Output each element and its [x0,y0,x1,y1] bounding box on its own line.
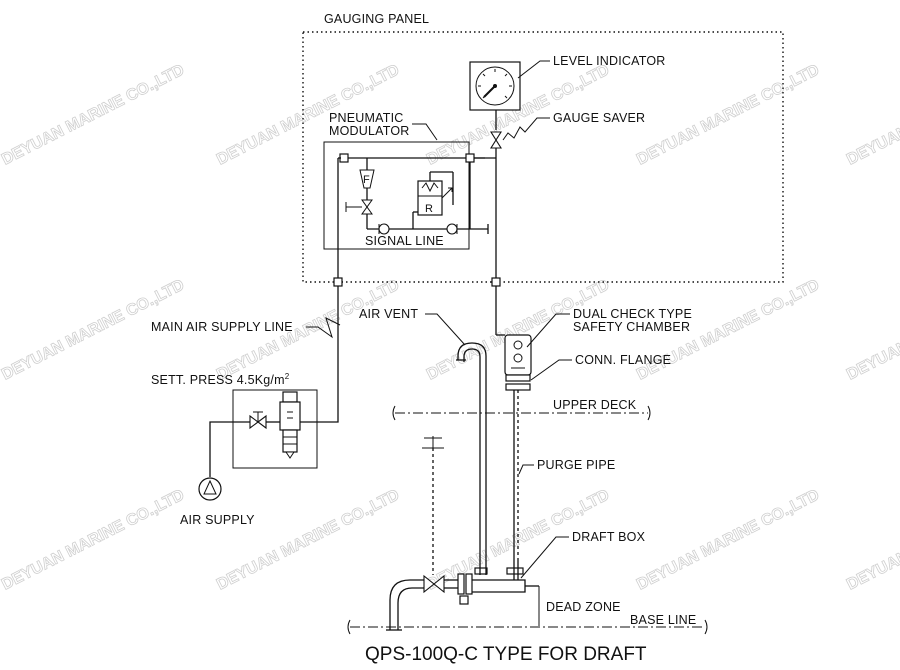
filter-regulator-icon [279,391,301,459]
gauge-saver-leader [502,117,550,141]
check-valve-icon [378,223,390,235]
dead-zone-label: DEAD ZONE [546,600,621,614]
pneumatic-modulator-leader [412,123,438,141]
flow-meter-letter: F [363,174,370,186]
purge-pipe-leader [518,464,534,475]
air-vent-pipe [456,342,487,570]
gauging-panel-label: GAUGING PANEL [324,12,429,26]
dual-check-leader [526,313,570,348]
conn-flange-leader [530,359,572,381]
pneumatic-modulator-box [323,141,470,250]
upper-deck-line [392,405,651,421]
regulator-letter: R [425,203,433,215]
level-indicator-leader [517,60,550,79]
panel-junction [333,277,343,287]
sett-press-label: SETT. PRESS 4.5Kg/m2 [151,372,290,387]
watermark: DEYUAN MARINE CO.,LTD [0,62,187,169]
connection-flange [505,374,531,391]
level-indicator [469,61,521,111]
pneumatic-modulator-label-1: PNEUMATIC [329,111,404,125]
dual-check-label-2: SAFETY CHAMBER [573,320,690,334]
conn-flange-label: CONN. FLANGE [575,353,671,367]
watermark: DEYUAN MARINE CO.,LTD [214,487,402,594]
air-supply-label: AIR SUPPLY [180,513,255,527]
auxiliary-pipe [422,436,444,575]
air-vent-leader [425,313,466,346]
diagram-title: QPS-100Q-C TYPE FOR DRAFT [365,644,647,665]
base-line-label: BASE LINE [630,613,696,627]
watermark: DEYUAN MARINE CO.,LTD [634,62,822,169]
pneumatic-modulator-label-2: MODULATOR [329,124,410,138]
upper-deck-label: UPPER DECK [553,398,637,412]
purge-pipe-label: PURGE PIPE [537,458,615,472]
dual-check-safety-chamber [496,334,532,376]
flow-meter-icon [359,169,375,189]
air-supply-source-icon [198,477,222,501]
signal-line-label: SIGNAL LINE [365,234,444,248]
base-line [347,619,708,635]
draft-box-label: DRAFT BOX [572,530,646,544]
needle-valve-icon [345,199,373,215]
main-air-supply-leader [306,317,341,339]
air-supply-pipe [209,421,250,477]
watermark: DEYUAN MARINE CO.,LTD [844,277,900,384]
gauge-saver-label: GAUGE SAVER [553,111,645,125]
watermark: DEYUAN MARINE CO.,LTD [844,62,900,169]
watermark: DEYUAN MARINE CO.,LTD [634,487,822,594]
air-vent-label: AIR VENT [359,307,418,321]
draft-box-leader [520,536,569,579]
watermark: DEYUAN MARINE CO.,LTD [844,487,900,594]
pressure-regulator-icon: R [417,162,471,229]
watermark: DEYUAN MARINE CO.,LTD [0,487,187,594]
check-valve-icon [446,223,458,235]
main-air-supply-pipe [317,286,339,423]
panel-junction [491,277,501,287]
purge-pipe [513,390,519,560]
dual-check-label-1: DUAL CHECK TYPE [573,307,692,321]
ball-valve-icon [249,411,267,430]
air-supply-unit-box [232,389,318,469]
watermark-layer: DEYUAN MARINE CO.,LTD DEYUAN MARINE CO.,… [0,61,900,594]
gauging-panel-boundary [302,31,784,283]
level-indicator-label: LEVEL INDICATOR [553,54,666,68]
sea-chest-piping [386,560,540,631]
main-air-supply-line-label: MAIN AIR SUPPLY LINE [151,320,293,334]
